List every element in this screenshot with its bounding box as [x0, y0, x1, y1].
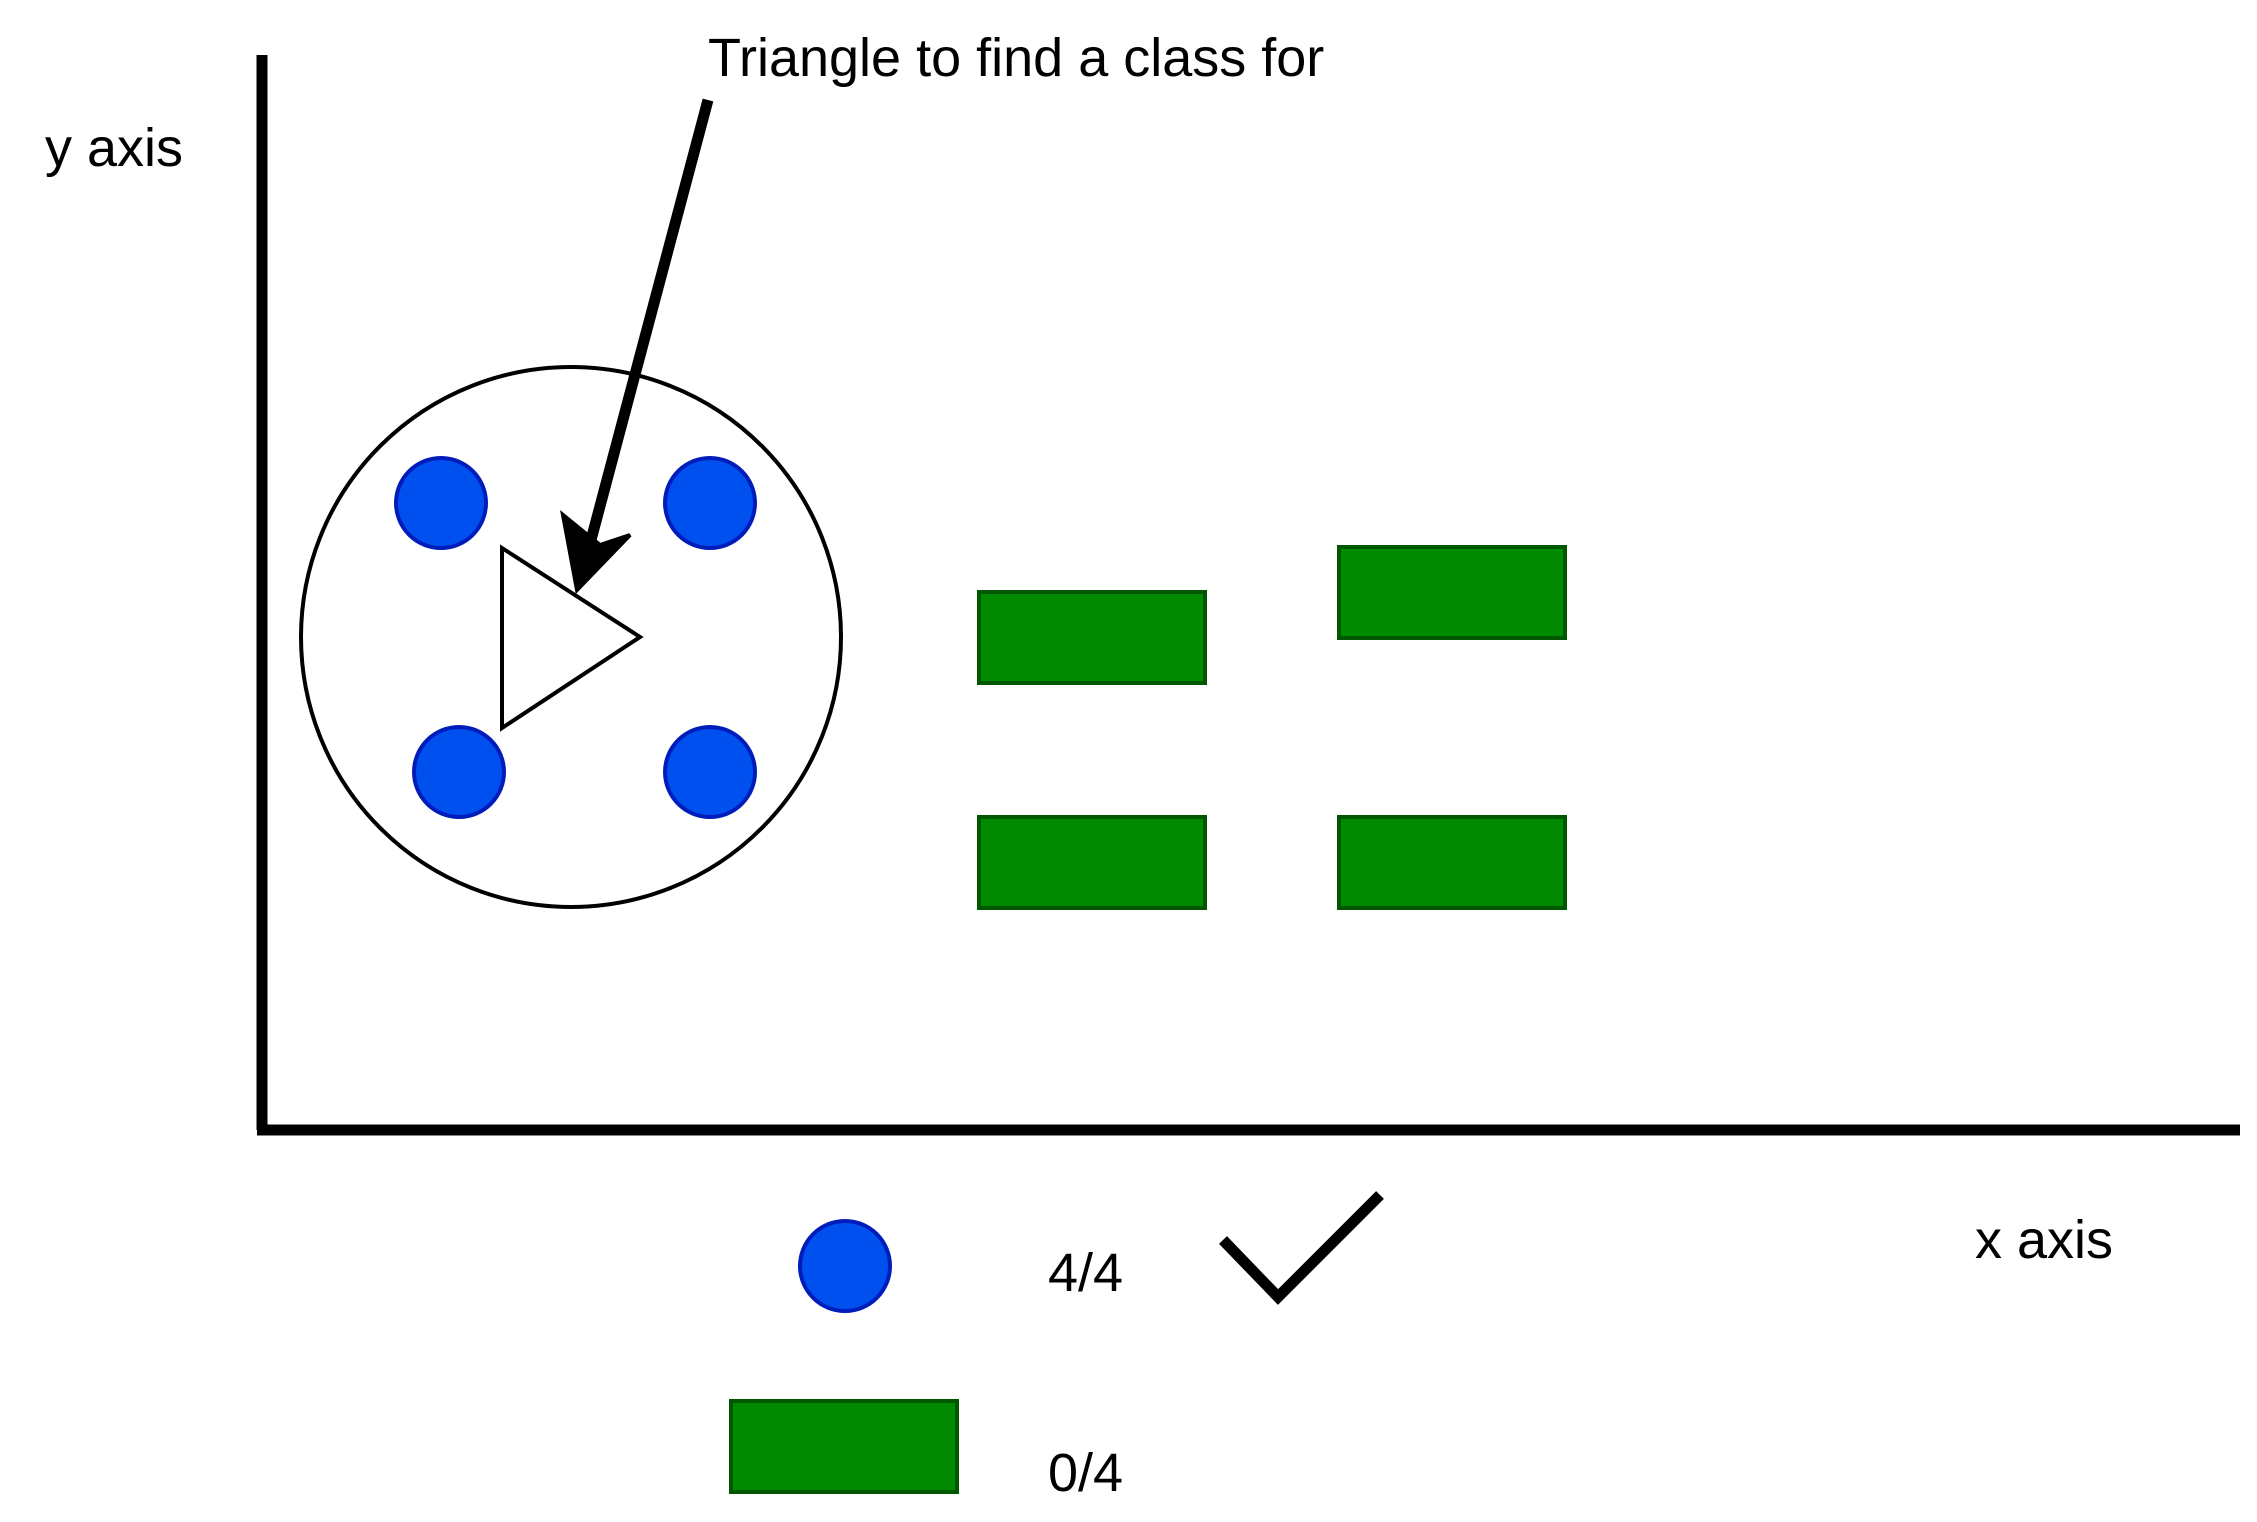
blue-point	[394, 456, 488, 550]
legend-blue-circle	[798, 1219, 892, 1313]
legend-circle-count: 4/4	[1048, 1243, 1123, 1303]
blue-point	[412, 725, 506, 819]
annotation-arrow	[585, 98, 714, 542]
legend-rectangle-count: 0/4	[1048, 1443, 1123, 1503]
neighborhood-circle	[299, 365, 843, 909]
annotation-label: Triangle to find a class for	[708, 28, 1324, 88]
y-axis-label: y axis	[45, 118, 183, 178]
check-icon	[1219, 1191, 1384, 1305]
arrow-head	[560, 510, 632, 595]
legend-green-rectangle	[729, 1399, 959, 1494]
blue-point	[663, 456, 757, 550]
query-triangle	[500, 544, 644, 732]
green-rectangle	[1337, 545, 1567, 640]
green-rectangle	[977, 590, 1207, 685]
green-rectangle	[1337, 815, 1567, 910]
blue-point	[663, 725, 757, 819]
green-rectangle	[977, 815, 1207, 910]
x-axis-label: x axis	[1975, 1210, 2113, 1270]
